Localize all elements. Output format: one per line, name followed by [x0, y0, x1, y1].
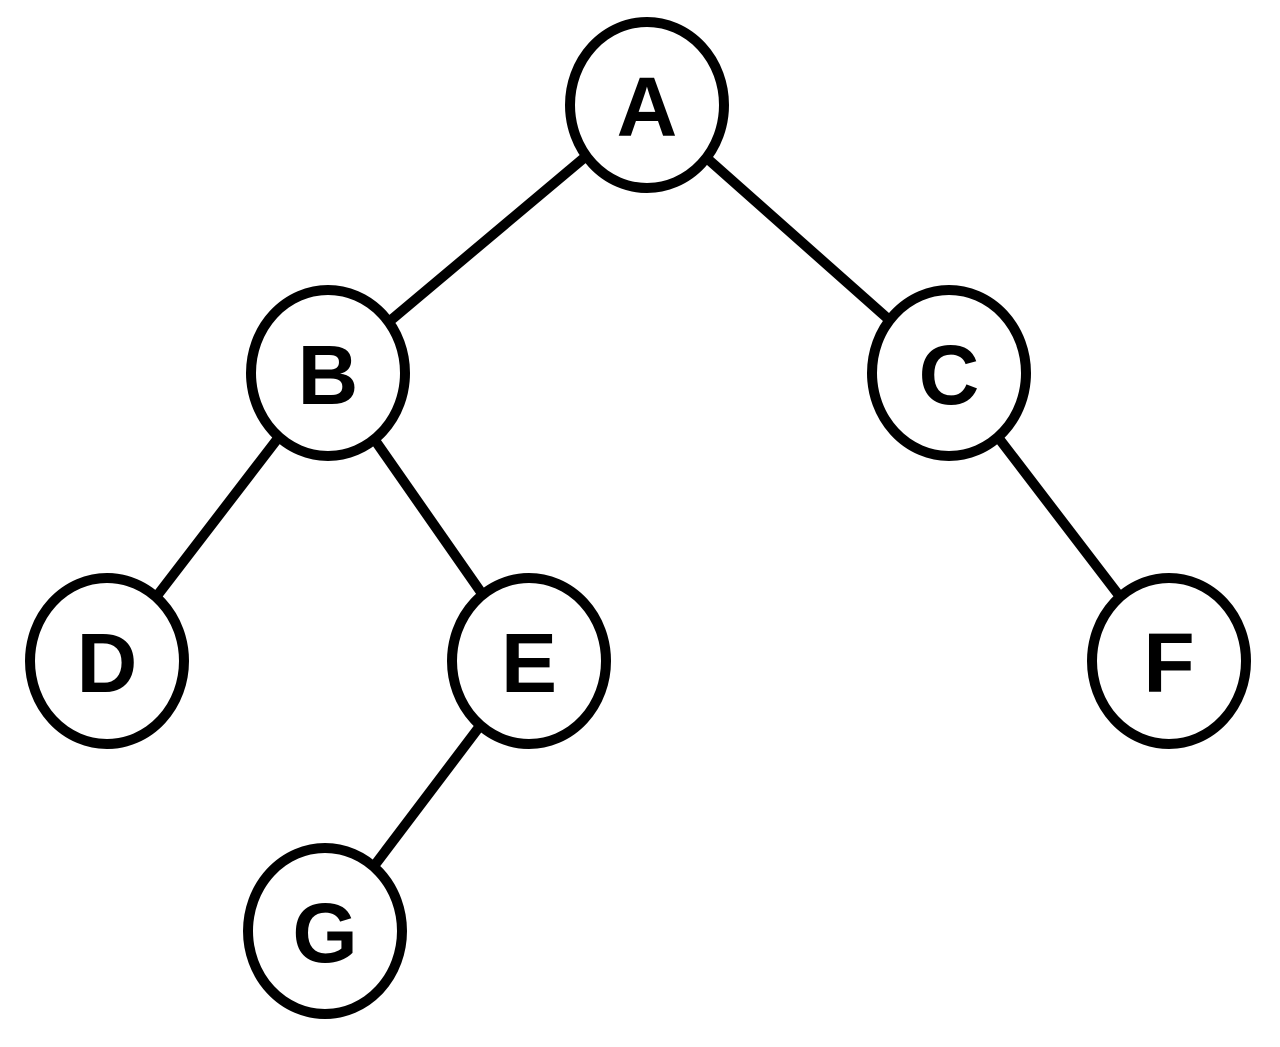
- nodes-layer: A B C D E F G: [25, 17, 1251, 1019]
- node-b: B: [246, 285, 410, 461]
- node-f-circle: [1087, 573, 1251, 749]
- node-g: G: [243, 843, 407, 1019]
- node-e-circle: [447, 573, 611, 749]
- node-g-circle: [243, 843, 407, 1019]
- node-c-label: C: [919, 328, 980, 422]
- node-d: D: [25, 573, 189, 749]
- edge-b-e: [370, 436, 487, 598]
- edge-c-f: [993, 434, 1125, 600]
- node-a-label: A: [617, 60, 678, 154]
- node-e-label: E: [501, 616, 557, 710]
- edges-layer: [152, 152, 1125, 870]
- node-c-circle: [867, 285, 1031, 461]
- node-f-label: F: [1143, 616, 1194, 710]
- node-a: A: [565, 17, 729, 193]
- node-b-label: B: [298, 328, 359, 422]
- node-d-label: D: [77, 616, 138, 710]
- node-b-circle: [246, 285, 410, 461]
- node-g-label: G: [292, 886, 357, 980]
- node-f: F: [1087, 573, 1251, 749]
- node-e: E: [447, 573, 611, 749]
- edge-b-d: [152, 433, 283, 601]
- edge-a-b: [385, 152, 590, 326]
- node-d-circle: [25, 573, 189, 749]
- edge-e-g: [369, 722, 485, 870]
- node-a-circle: [565, 17, 729, 193]
- edge-a-c: [703, 154, 893, 324]
- node-c: C: [867, 285, 1031, 461]
